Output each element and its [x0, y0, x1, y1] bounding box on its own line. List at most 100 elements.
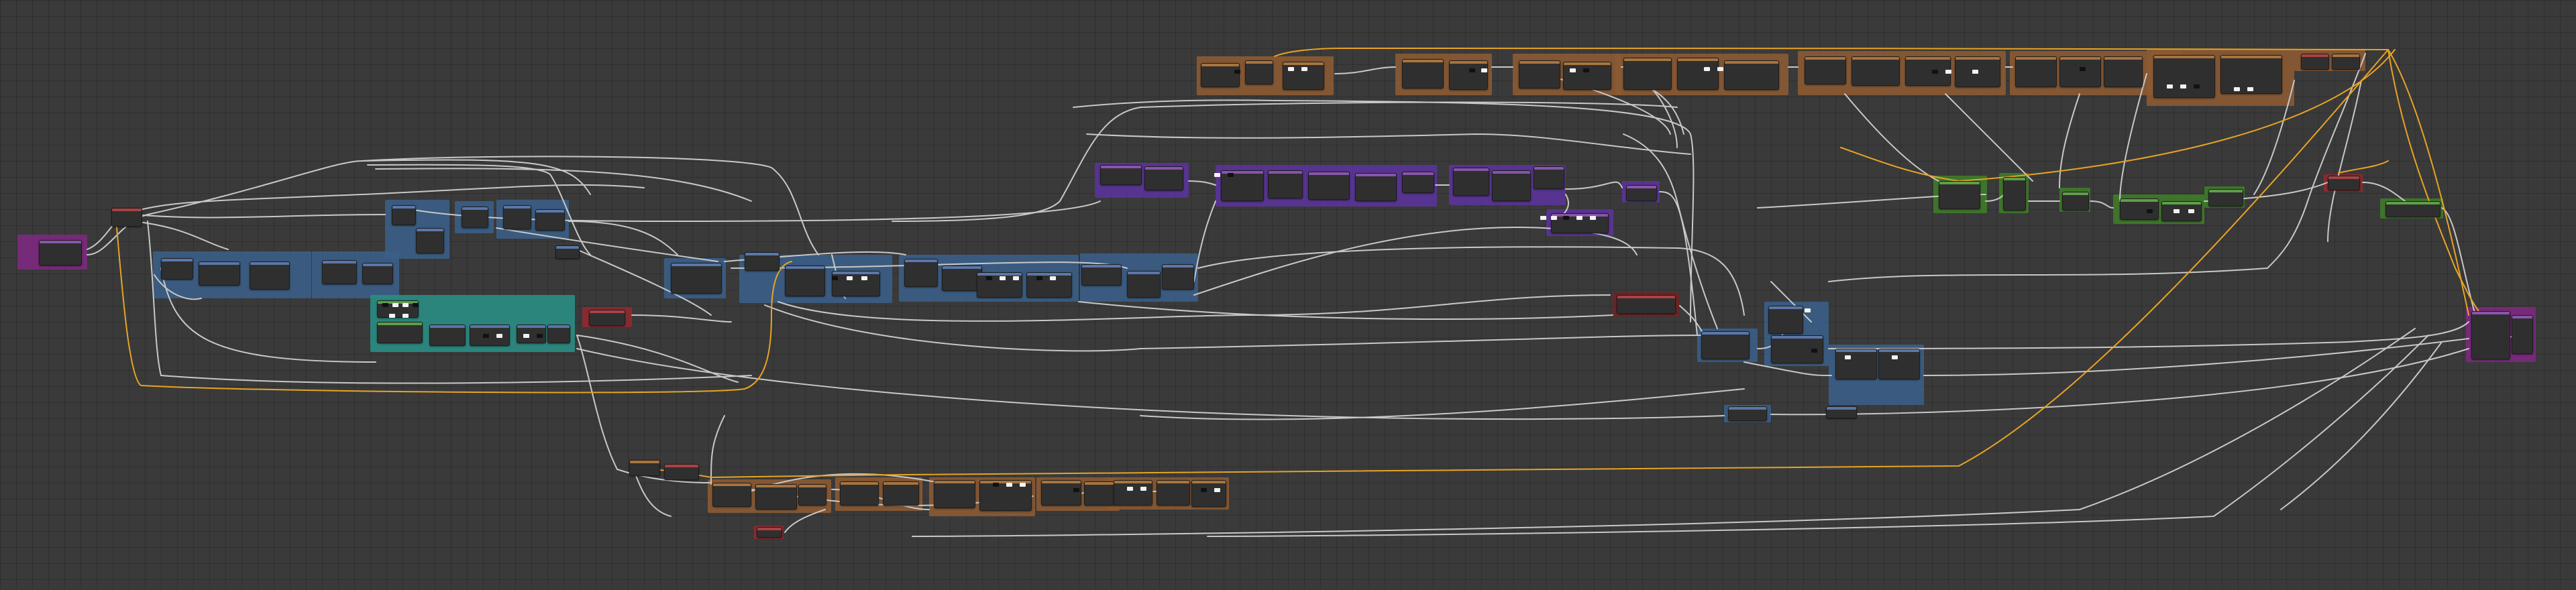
node[interactable]: [1492, 170, 1531, 201]
node[interactable]: [2512, 315, 2533, 354]
node[interactable]: [1127, 271, 1161, 298]
socket-chip: [1717, 67, 1723, 71]
node[interactable]: [840, 481, 879, 506]
node[interactable]: [1268, 170, 1303, 198]
node[interactable]: [2104, 56, 2143, 87]
node[interactable]: [2120, 198, 2159, 220]
node[interactable]: [664, 464, 699, 480]
node[interactable]: [1724, 60, 1779, 90]
node[interactable]: [1084, 481, 1115, 506]
node[interactable]: [1805, 56, 1846, 84]
node[interactable]: [712, 483, 751, 507]
socket-chip: [832, 276, 838, 280]
node[interactable]: [942, 266, 982, 291]
node[interactable]: [555, 245, 580, 259]
node[interactable]: [785, 266, 825, 296]
node[interactable]: [2328, 176, 2360, 190]
node[interactable]: [1534, 166, 1564, 189]
node[interactable]: [2161, 201, 2202, 221]
node[interactable]: [1623, 58, 1672, 90]
node[interactable]: [1851, 56, 1900, 86]
node[interactable]: [1100, 165, 1142, 185]
node[interactable]: [1081, 264, 1122, 286]
node[interactable]: [1162, 264, 1194, 290]
node[interactable]: [199, 261, 240, 286]
node[interactable]: [757, 527, 782, 538]
node-group-output[interactable]: [2471, 311, 2510, 359]
node[interactable]: [416, 228, 444, 253]
node[interactable]: [1402, 172, 1434, 193]
socket-chip: [389, 314, 395, 318]
socket-chip: [993, 483, 999, 487]
node[interactable]: [1157, 480, 1190, 506]
node[interactable]: [1114, 480, 1152, 506]
node[interactable]: [470, 324, 510, 346]
node[interactable]: [1563, 62, 1611, 90]
node[interactable]: [1519, 60, 1560, 88]
socket-chip: [496, 334, 502, 338]
node[interactable]: [671, 263, 722, 294]
socket-chip: [1013, 276, 1019, 280]
node[interactable]: [377, 322, 423, 343]
node[interactable]: [1835, 349, 1877, 379]
node[interactable]: [2301, 54, 2329, 70]
node[interactable]: [755, 484, 797, 510]
node[interactable]: [535, 209, 565, 231]
node[interactable]: [2015, 56, 2057, 87]
node[interactable]: [161, 258, 193, 280]
socket-chip: [1020, 483, 1026, 487]
node[interactable]: [1191, 480, 1226, 507]
node[interactable]: [1283, 62, 1324, 90]
node[interactable]: [1826, 406, 1857, 418]
node[interactable]: [2208, 189, 2243, 206]
node[interactable]: [1701, 331, 1750, 359]
node[interactable]: [2062, 192, 2089, 211]
node[interactable]: [392, 205, 416, 225]
node[interactable]: [1939, 181, 1980, 209]
node[interactable]: [2153, 55, 2215, 98]
node[interactable]: [1355, 173, 1397, 201]
node[interactable]: [2332, 54, 2360, 70]
node[interactable]: [589, 310, 625, 326]
node[interactable]: [1905, 56, 1951, 86]
node[interactable]: [1308, 172, 1350, 200]
node[interactable]: [503, 205, 531, 229]
node[interactable]: [798, 484, 826, 506]
node[interactable]: [1677, 58, 1719, 90]
node[interactable]: [1026, 272, 1072, 298]
node[interactable]: [1144, 166, 1183, 190]
node[interactable]: [629, 460, 660, 476]
node[interactable]: [1878, 349, 1920, 379]
node[interactable]: [745, 252, 780, 271]
node[interactable]: [322, 260, 357, 284]
socket-chip: [1036, 276, 1042, 280]
node[interactable]: [934, 480, 975, 508]
node[interactable]: [2385, 201, 2440, 217]
node[interactable]: [883, 481, 919, 506]
node[interactable]: [462, 206, 488, 228]
node[interactable]: [250, 261, 290, 290]
node[interactable]: [1201, 63, 1240, 87]
node[interactable]: [1449, 60, 1488, 90]
node[interactable]: [904, 259, 938, 287]
node[interactable]: [2059, 56, 2101, 87]
node[interactable]: [429, 324, 466, 346]
node[interactable]: [1771, 335, 1823, 363]
node[interactable]: [1453, 168, 1489, 196]
node[interactable]: [1245, 60, 1273, 84]
node[interactable]: [111, 208, 142, 227]
node[interactable]: [1617, 295, 1676, 314]
node[interactable]: [832, 271, 880, 296]
node[interactable]: [1728, 406, 1767, 421]
node[interactable]: [547, 324, 570, 343]
socket-chip: [1540, 216, 1546, 220]
node[interactable]: [1768, 306, 1803, 334]
node[interactable]: [1041, 480, 1081, 506]
node[interactable]: [1626, 185, 1657, 201]
socket-chip: [1214, 488, 1220, 492]
node[interactable]: [2003, 177, 2026, 211]
node[interactable]: [362, 263, 393, 284]
node-group-input[interactable]: [39, 240, 82, 266]
node[interactable]: [1402, 59, 1444, 88]
